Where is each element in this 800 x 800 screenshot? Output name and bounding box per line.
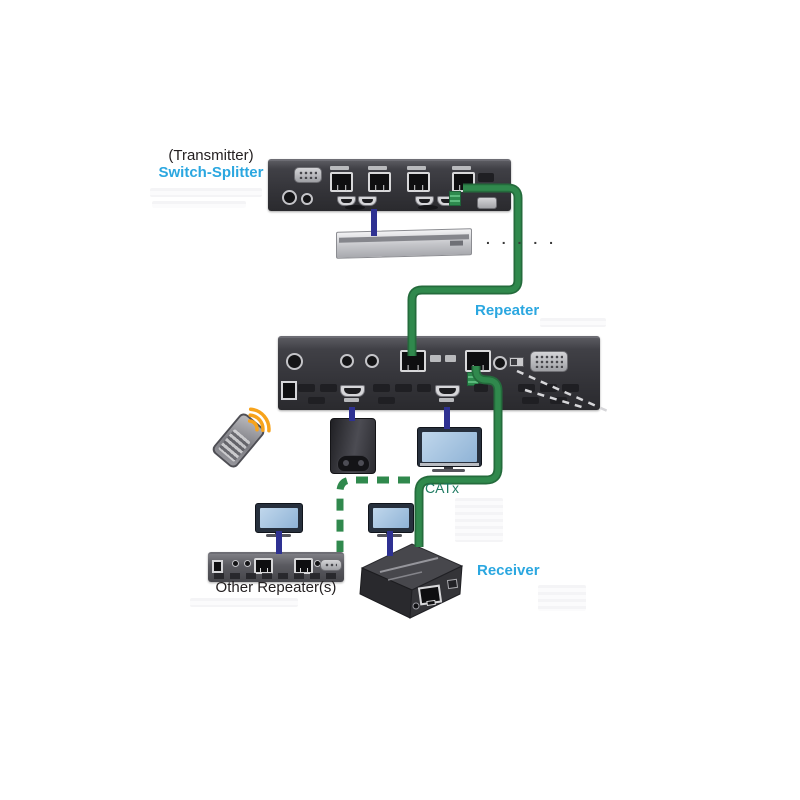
port-label-strip — [344, 398, 359, 402]
port-label-strip — [445, 355, 456, 362]
vent-slot — [395, 384, 412, 392]
ir-terminal-block-icon — [449, 191, 461, 206]
tv-small-right — [368, 503, 414, 533]
catx-cable-2-outline — [414, 366, 503, 547]
port-label-strip — [330, 166, 349, 170]
vent-slot — [562, 384, 579, 392]
gamepad-stick — [358, 460, 364, 466]
catx-cable-2 — [416, 366, 501, 547]
button-icon — [418, 205, 438, 210]
tv-chin — [420, 463, 479, 466]
tv-stand — [432, 469, 465, 472]
tv-screen — [373, 508, 409, 528]
scan-artifact — [190, 598, 298, 607]
power-jack-icon — [286, 353, 303, 370]
scan-artifact — [152, 201, 246, 208]
vent-row — [214, 573, 338, 579]
transmitter-label-line2: Switch-Splitter — [158, 164, 264, 181]
receiver-label: Receiver — [477, 562, 540, 579]
repeater-device — [278, 336, 600, 410]
tv-main — [417, 427, 482, 467]
vent-slot — [474, 384, 488, 392]
receiver-device — [359, 543, 464, 619]
vent-slot — [550, 397, 567, 404]
vent-slot — [518, 384, 535, 392]
power-jack-icon — [282, 190, 297, 205]
port-label-strip — [368, 166, 387, 170]
tv-stand — [444, 465, 453, 469]
power-jack-icon — [212, 560, 223, 573]
button-icon — [345, 205, 365, 210]
hdmi-port-icon — [358, 196, 377, 206]
vent-slot — [540, 384, 557, 392]
ir-waves-icon — [248, 413, 265, 432]
vent-slot — [373, 384, 390, 392]
usb-port-icon — [446, 578, 459, 590]
usb-port-icon — [281, 381, 297, 400]
port-label-strip — [439, 398, 454, 402]
catx-cable-1-outline — [407, 183, 523, 356]
vent-slot — [320, 384, 337, 392]
connector-icon — [477, 197, 497, 209]
tv-screen — [260, 508, 298, 528]
repeater-label: Repeater — [475, 302, 540, 319]
scan-artifact — [150, 188, 262, 197]
transmitter-label: (Transmitter) Switch-Splitter — [152, 147, 270, 181]
rj45-port-icon — [417, 584, 443, 607]
db9-port-icon — [294, 167, 322, 183]
catx-label: CATx — [425, 480, 459, 496]
power-jack-icon — [412, 602, 420, 610]
vent-slot — [298, 384, 315, 392]
vent-slot — [478, 173, 494, 182]
port-label-strip — [407, 166, 426, 170]
tv-small-left — [255, 503, 303, 533]
game-console — [330, 418, 376, 474]
catx-cable-1 — [409, 185, 521, 356]
catx-cable-dashed — [336, 476, 410, 552]
more-sources-dots: . . . . . — [486, 231, 558, 247]
ir-waves-icon — [248, 407, 271, 433]
other-repeaters-label: Other Repeater(s) — [215, 579, 337, 596]
tv-screen — [422, 432, 477, 462]
audio-jack-icon — [301, 193, 313, 205]
receiver-top-marking — [379, 557, 439, 573]
port-label-strip — [452, 166, 471, 170]
rj45-port-icon — [368, 172, 391, 192]
db9-port-icon — [320, 559, 342, 571]
receiver-top-marking — [387, 571, 423, 581]
connector-icon — [232, 560, 239, 567]
scan-artifact — [540, 318, 606, 327]
db9-port-icon — [530, 351, 568, 372]
gamepad-stick — [343, 460, 349, 466]
hdmi-port-icon — [435, 385, 460, 397]
vent-slot — [308, 397, 325, 404]
rj45-port-icon — [407, 172, 430, 192]
audio-jack-icon — [365, 354, 379, 368]
gamepad-icon — [337, 455, 370, 472]
vent-slot — [378, 397, 395, 404]
rj45-port-icon — [330, 172, 353, 192]
vent-slot — [522, 397, 539, 404]
transmitter-label-line1: (Transmitter) — [168, 147, 254, 164]
toggle-switch-icon — [509, 357, 524, 367]
connector-icon — [493, 356, 507, 370]
other-repeaters-device — [208, 552, 344, 582]
ir-dashed-line — [516, 369, 613, 415]
scan-artifact — [455, 498, 503, 542]
scan-artifact — [538, 585, 586, 611]
ir-dashed-line — [524, 388, 586, 410]
connector-icon — [244, 560, 251, 567]
ir-waves-icon — [247, 419, 259, 432]
vent-slot — [417, 384, 431, 392]
audio-jack-icon — [340, 354, 354, 368]
hdmi-port-icon — [340, 385, 365, 397]
port-label-strip — [430, 355, 441, 362]
